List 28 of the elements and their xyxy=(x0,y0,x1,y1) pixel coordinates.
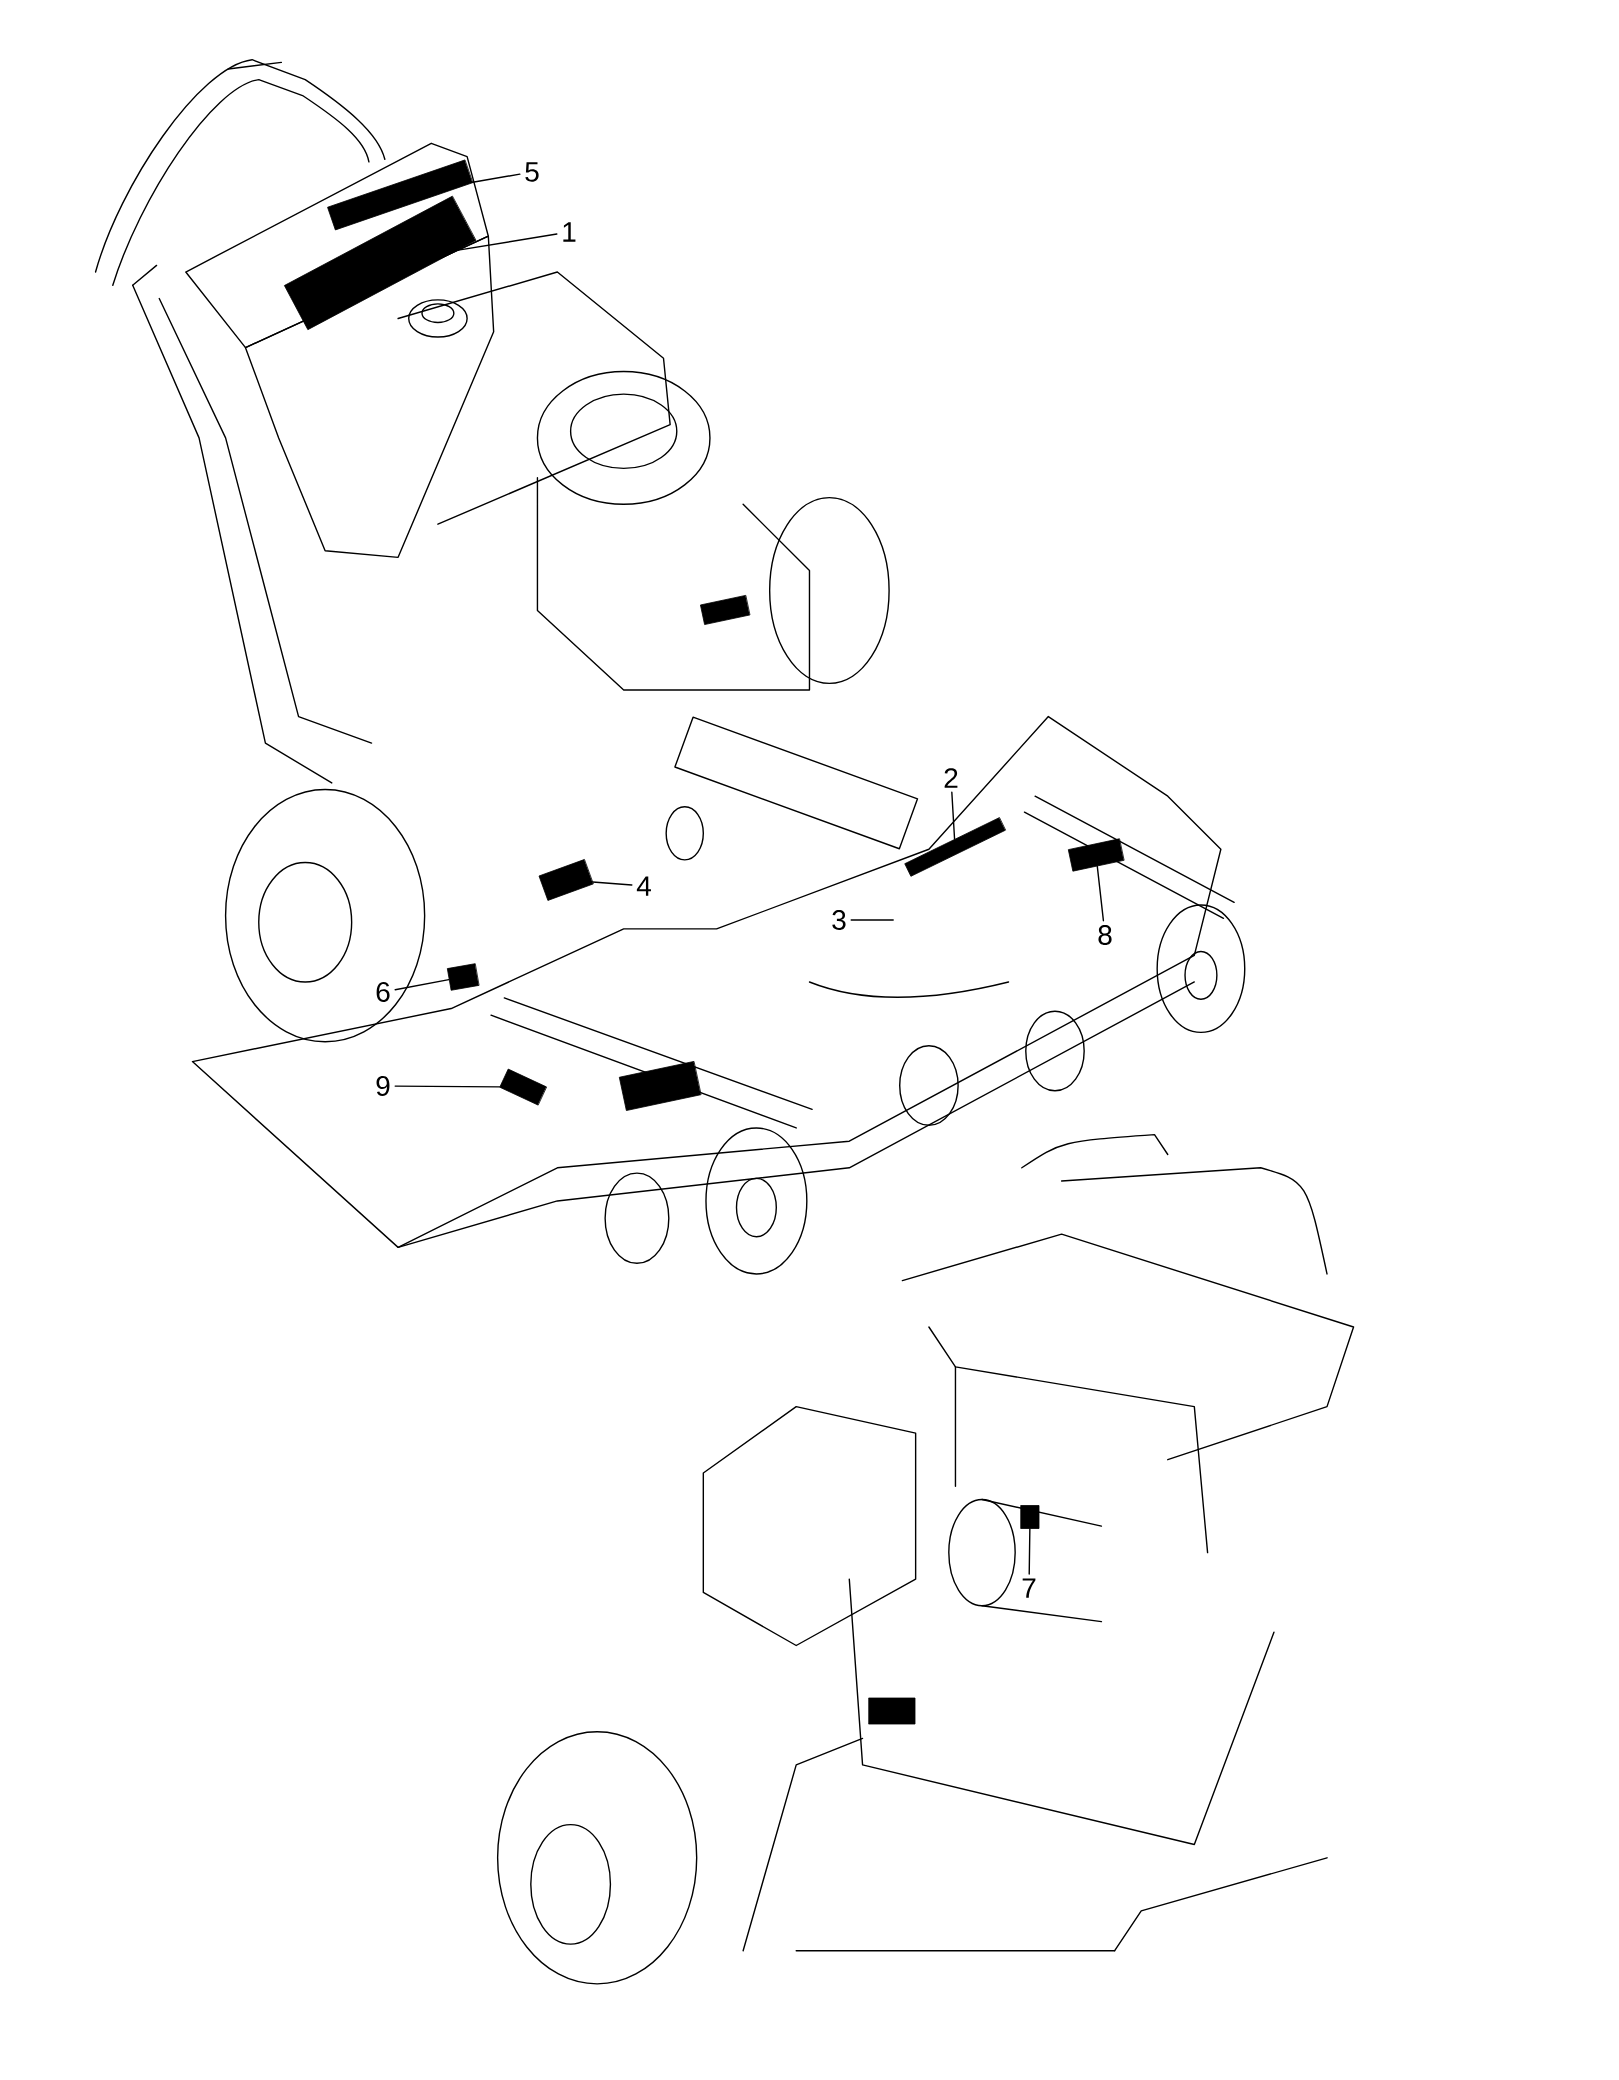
leader-line xyxy=(951,791,956,840)
leader-line xyxy=(472,173,521,183)
callout-number: 5 xyxy=(525,162,539,182)
decal xyxy=(446,963,480,991)
leader-line xyxy=(1028,1528,1031,1575)
callout-number: 8 xyxy=(1098,925,1112,945)
decal xyxy=(499,1068,547,1106)
decal xyxy=(538,859,594,901)
callout-number: 6 xyxy=(376,982,390,1002)
callout-number: 3 xyxy=(832,910,846,930)
decal xyxy=(904,817,1006,877)
callout-number: 9 xyxy=(376,1076,390,1096)
callout-number: 4 xyxy=(636,876,651,896)
leader-line xyxy=(394,1085,501,1088)
decal xyxy=(327,159,473,231)
leader-line xyxy=(592,881,633,886)
decal xyxy=(1067,838,1125,872)
callout-number: 1 xyxy=(563,222,576,242)
decal xyxy=(618,1061,702,1111)
callout-number: 2 xyxy=(944,768,958,788)
decal xyxy=(868,1697,916,1725)
leader-line xyxy=(394,978,450,991)
leader-line xyxy=(457,233,558,251)
decal xyxy=(1020,1505,1040,1529)
callout-number: 7 xyxy=(1022,1578,1036,1598)
leader-line xyxy=(850,919,894,921)
leader-line xyxy=(1096,865,1105,922)
decal xyxy=(700,595,750,625)
